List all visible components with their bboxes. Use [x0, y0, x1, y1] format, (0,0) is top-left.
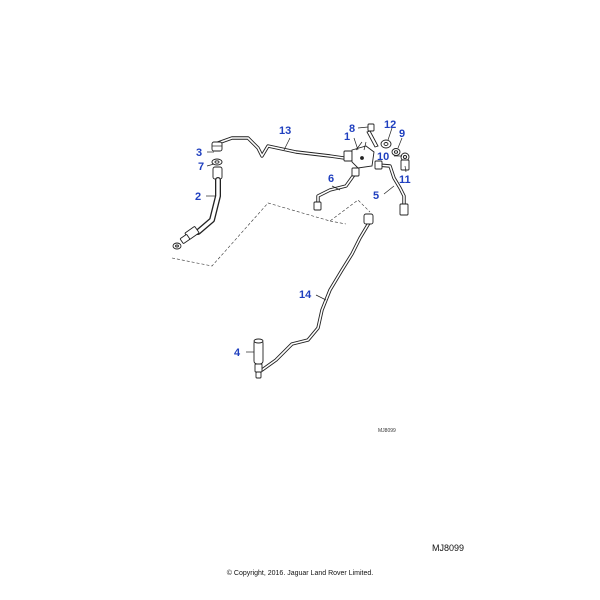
- callout-7: 7: [198, 161, 204, 173]
- drawing-code: MJ8099: [432, 543, 465, 553]
- callout-10: 10: [377, 151, 389, 163]
- callout-12: 12: [384, 119, 396, 131]
- callout-1: 1: [344, 131, 350, 143]
- brake-pipe-14: [260, 213, 374, 372]
- washer-12: [380, 139, 392, 149]
- callout-numbers: 1 2 3 4 5 6 7 8 9 10 11 12 13 14: [195, 119, 411, 359]
- junction-block-1: [343, 141, 375, 169]
- end-fitting-4: [253, 338, 264, 379]
- assembly-dashed-outline: [171, 199, 371, 267]
- washer-9: [391, 148, 401, 156]
- brake-hose-2: [172, 166, 223, 250]
- washer-7: [211, 158, 223, 166]
- callout-8: 8: [349, 123, 355, 135]
- callout-14: 14: [299, 289, 312, 301]
- brake-pipe-13: [216, 136, 346, 160]
- callout-11: 11: [399, 174, 411, 186]
- brake-pipe-6: [313, 167, 360, 211]
- callout-13: 13: [279, 125, 291, 137]
- callout-5: 5: [373, 190, 379, 202]
- bolt-8: [366, 123, 379, 148]
- brake-pipe-5: [374, 160, 409, 216]
- leader-lines: [206, 126, 407, 353]
- callout-3: 3: [196, 147, 202, 159]
- pipe-union-3: [211, 141, 223, 152]
- callout-4: 4: [234, 347, 241, 359]
- drawing-code-small: MJ8099: [378, 428, 396, 434]
- copyright-notice: © Copyright, 2016. Jaguar Land Rover Lim…: [226, 570, 374, 577]
- union-11: [400, 159, 410, 171]
- callout-6: 6: [328, 173, 334, 185]
- callout-2: 2: [195, 191, 201, 203]
- callout-9: 9: [399, 128, 405, 140]
